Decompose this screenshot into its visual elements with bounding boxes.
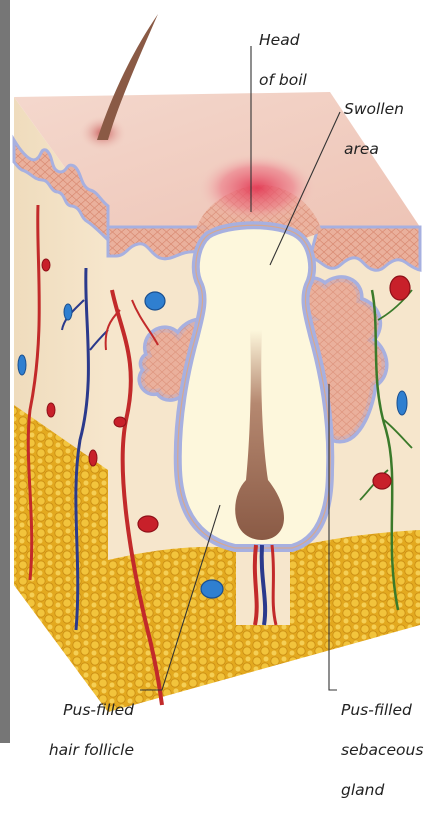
boil-head-redness	[197, 153, 317, 223]
label-head-of-boil: Head of boil	[259, 10, 307, 110]
label-pus-filled-hair-follicle: Pus-filled hair follicle	[48, 680, 134, 780]
label-swollen-area: Swollen area	[344, 79, 404, 179]
label-pus-filled-sebaceous-gland: Pus-filled sebaceous gland	[341, 680, 423, 820]
artery-central	[255, 545, 257, 625]
